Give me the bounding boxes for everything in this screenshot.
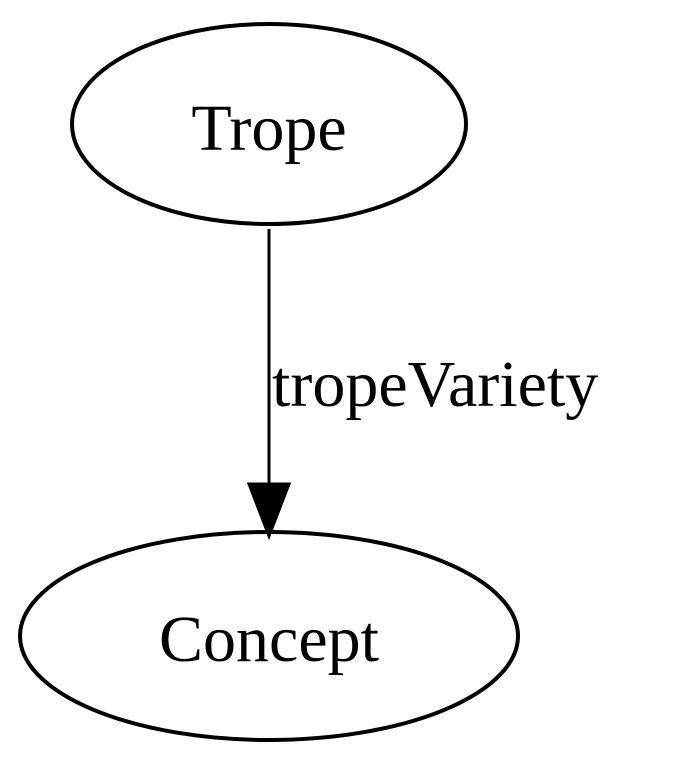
- node-trope-shape: [70, 22, 468, 226]
- node-trope-label: Trope: [191, 92, 346, 165]
- edge-trope-to-concept: tropeVariety: [246, 229, 598, 541]
- edge-label: tropeVariety: [272, 348, 598, 421]
- node-concept-shape: [18, 530, 520, 742]
- node-concept-label: Concept: [159, 603, 379, 676]
- edge-arrowhead-icon: [246, 482, 292, 541]
- node-trope[interactable]: Trope: [70, 22, 468, 226]
- node-concept[interactable]: Concept: [18, 530, 520, 742]
